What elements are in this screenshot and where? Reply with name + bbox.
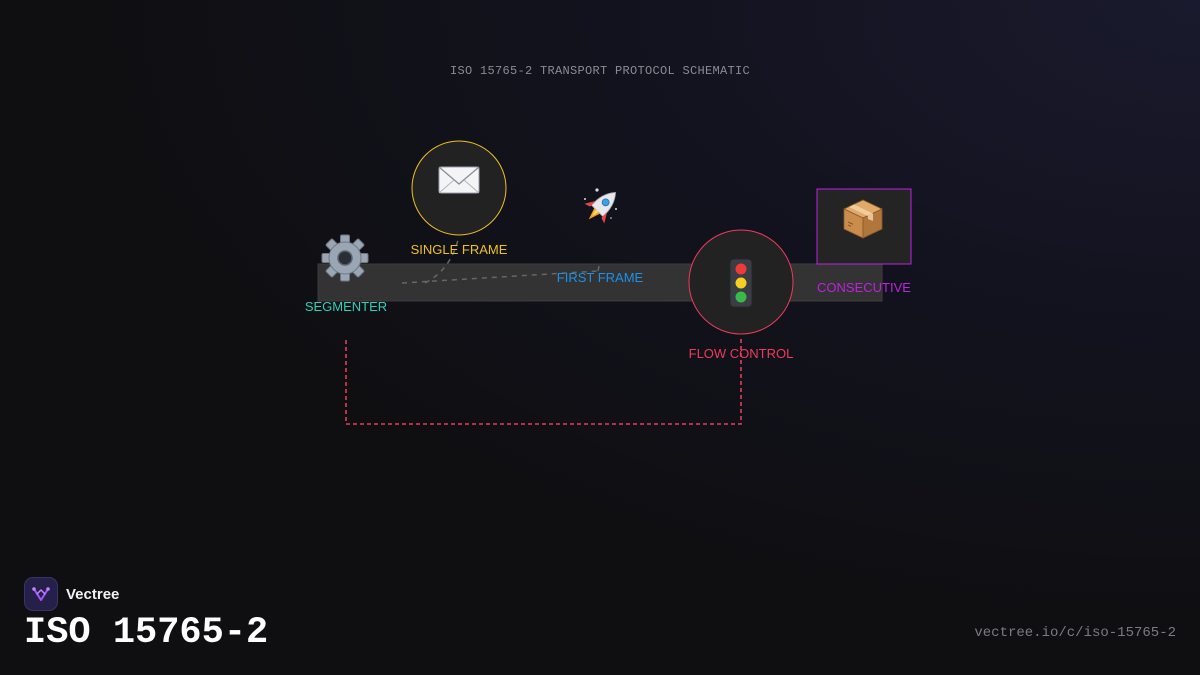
connector-first-frame-stub <box>597 261 601 272</box>
segmenter-label: SEGMENTER <box>304 299 388 314</box>
page-heading: ISO 15765-2 <box>24 612 269 654</box>
connector-flow-control-feedback <box>345 336 742 425</box>
vectree-logo-icon <box>24 577 58 611</box>
single-frame-label: SINGLE FRAME <box>410 242 508 257</box>
consecutive-label: CONSECUTIVE <box>817 280 911 295</box>
package-icon <box>843 199 883 239</box>
brand-name: Vectree <box>66 585 120 603</box>
connector-segmenter-to-single-frame <box>424 239 459 284</box>
flow-control-label: FLOW CONTROL <box>688 346 794 361</box>
gear-icon <box>321 234 369 282</box>
source-url[interactable]: vectree.io/c/iso-15765-2 <box>974 625 1176 641</box>
brand: Vectree <box>24 577 119 611</box>
rocket-icon <box>584 192 616 224</box>
traffic-light-icon <box>729 258 753 308</box>
rocket-sparkles <box>584 188 617 219</box>
schematic-title: ISO 15765-2 TRANSPORT PROTOCOL SCHEMATIC <box>449 64 751 78</box>
first-frame-label: FIRST FRAME <box>556 270 644 285</box>
connector-segmenter-to-first-frame <box>401 270 599 284</box>
envelope-icon <box>438 166 480 194</box>
